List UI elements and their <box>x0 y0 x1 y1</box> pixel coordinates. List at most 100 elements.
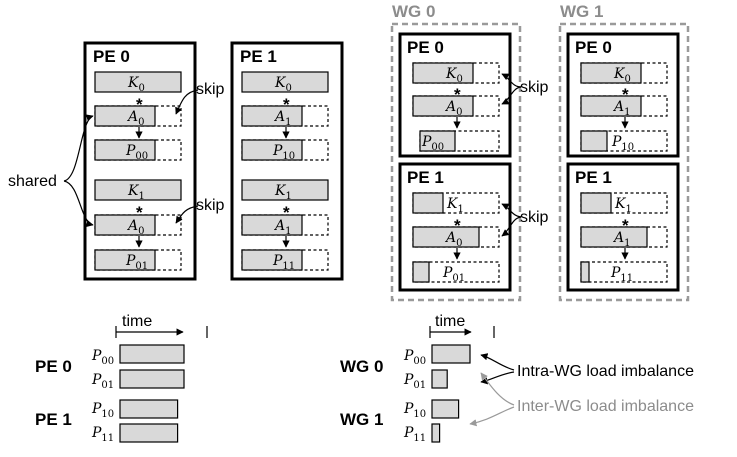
wg0-pe1-title: PE 1 <box>407 168 444 187</box>
wg1-pe0-k-cell <box>580 62 642 84</box>
pe0-k0-cell <box>94 71 182 93</box>
skip-arrow-3a <box>501 73 522 88</box>
wg0-title: WG 0 <box>392 2 435 21</box>
wg1-pe0-k-label: K0 <box>613 66 631 85</box>
pe1-title: PE 1 <box>240 47 277 66</box>
tl-left-bar-10 <box>119 399 179 419</box>
wg1-pe1-p-label: P11 <box>610 265 633 284</box>
wg1-pe0-mul: * <box>622 85 629 104</box>
tl-right-row00-label: P00 <box>403 348 426 367</box>
pe0-p00-label: P00 <box>125 143 148 162</box>
tl-left-row00-label: P00 <box>91 348 114 367</box>
wg1-pe1-a-label: A1 <box>612 230 631 249</box>
pe1-a1-label: A1 <box>273 218 292 237</box>
wg0-pe1-p-label: P01 <box>442 265 465 284</box>
pe0-title: PE 0 <box>93 47 130 66</box>
pe1-k0-cell <box>241 71 329 93</box>
pe0-mul-1: * <box>136 203 143 222</box>
pe1-mul-0: * <box>283 95 290 114</box>
wg1-box <box>558 22 690 302</box>
pe1-k1-cell <box>241 179 329 201</box>
wg1-pe0-p-cell <box>580 130 608 152</box>
pe1-p11-label: P11 <box>272 253 295 272</box>
skip-label-4: skip <box>520 209 549 226</box>
inter-arrow-b <box>469 406 515 427</box>
wg0-pe0-a-label: A0 <box>444 99 463 118</box>
wg0-pe0-a-cell <box>412 95 474 117</box>
tl-right-bar-11 <box>431 423 441 443</box>
tl-left-bar-00 <box>119 344 185 364</box>
wg0-pe0-mul: * <box>454 85 461 104</box>
wg0-pe1-p-dash <box>412 261 500 283</box>
wg0-pe1-a-label: A0 <box>444 230 463 249</box>
pe1-k0-label: K0 <box>274 75 292 94</box>
wg1-pe0-a-label: A1 <box>612 99 631 118</box>
wg0-pe0-p-label: P00 <box>421 134 444 153</box>
tl-right-bar-10 <box>431 399 460 419</box>
time-label-right: time <box>435 313 465 330</box>
tl-left-bar-11 <box>119 423 179 443</box>
inter-wg-label: Inter-WG load imbalance <box>517 398 694 415</box>
pe0-p01-cell <box>94 249 156 271</box>
pe1-a1-cell <box>241 214 303 236</box>
wg0-pe1-a-cell <box>412 226 480 248</box>
wg1-pe1-p-dash <box>580 261 668 283</box>
pe0-a0-cell <box>94 105 156 127</box>
skip-arrow-2 <box>175 205 199 224</box>
pe0-a0-label: A0 <box>126 109 145 128</box>
pe0-k0-label: K0 <box>127 75 145 94</box>
pe1-mul-1: * <box>283 203 290 222</box>
tl-right-row01-label: P01 <box>403 372 426 391</box>
tl-right-bars <box>431 344 471 443</box>
tl-left-row01-label: P01 <box>91 372 114 391</box>
wg0-pe1-mul: * <box>454 216 461 235</box>
tl-left-group0-title: PE 0 <box>35 357 72 376</box>
shared-label: shared <box>8 173 57 190</box>
wg0-pe0-k-cell <box>412 62 474 84</box>
tl-left-row10-label: P10 <box>91 401 114 420</box>
wg1-pe1-k-label: K1 <box>614 196 632 215</box>
wg0-pe0-title: PE 0 <box>407 38 444 57</box>
shared-arrow-bottom <box>63 180 94 228</box>
wg1-pe0-title: PE 0 <box>575 38 612 57</box>
skip-arrow-4a <box>501 203 522 218</box>
pe0-k1-cell <box>94 179 182 201</box>
skip-label-2: skip <box>196 197 225 214</box>
pe1-p11-cell <box>241 249 303 271</box>
shared-arrow-top <box>63 114 94 182</box>
tl-right-group0-title: WG 0 <box>340 357 383 376</box>
tl-left-bars <box>119 344 185 443</box>
pe0-p00-cell <box>94 139 156 161</box>
wg1-pe1-mul: * <box>622 216 629 235</box>
tl-left-bar-01 <box>119 369 185 389</box>
wg0-pe0-p-cell <box>419 130 456 152</box>
tl-left-row11-label: P11 <box>91 425 114 444</box>
intra-arrow-b <box>480 371 515 385</box>
skip-label-1: skip <box>196 81 225 98</box>
tl-left-group1-title: PE 1 <box>35 410 72 429</box>
pe1-p10-label: P10 <box>272 143 295 162</box>
tl-right-row11-label: P11 <box>403 425 426 444</box>
tl-right-bar-00 <box>431 344 471 364</box>
wg0-pe1-k-label: K1 <box>446 196 464 215</box>
tl-right-bar-01 <box>431 369 448 389</box>
wg0-box <box>390 22 522 302</box>
wg1-pe0-a-cell <box>580 95 642 117</box>
skip-label-3: skip <box>520 79 549 96</box>
skip-arrow-1 <box>175 89 199 115</box>
wg0-pe1-p-cell <box>412 261 430 283</box>
pe1-a0-cell <box>241 105 303 127</box>
pe0-p01-label: P01 <box>125 253 148 272</box>
pe0-mul-0: * <box>136 95 143 114</box>
wg1-title: WG 1 <box>560 2 603 21</box>
pe1-a0-label: A1 <box>273 109 292 128</box>
tl-right-group1-title: WG 1 <box>340 410 383 429</box>
wg0-pe0-k-label: K0 <box>445 66 463 85</box>
pe0-k1-label: K1 <box>127 183 145 202</box>
wg1-pe1-k-cell <box>580 192 612 214</box>
pe1-k1-label: K1 <box>274 183 292 202</box>
wg1-pe0-p-label: P10 <box>611 134 634 153</box>
tl-right-row10-label: P10 <box>403 401 426 420</box>
wg1-pe1-a-cell <box>580 226 648 248</box>
